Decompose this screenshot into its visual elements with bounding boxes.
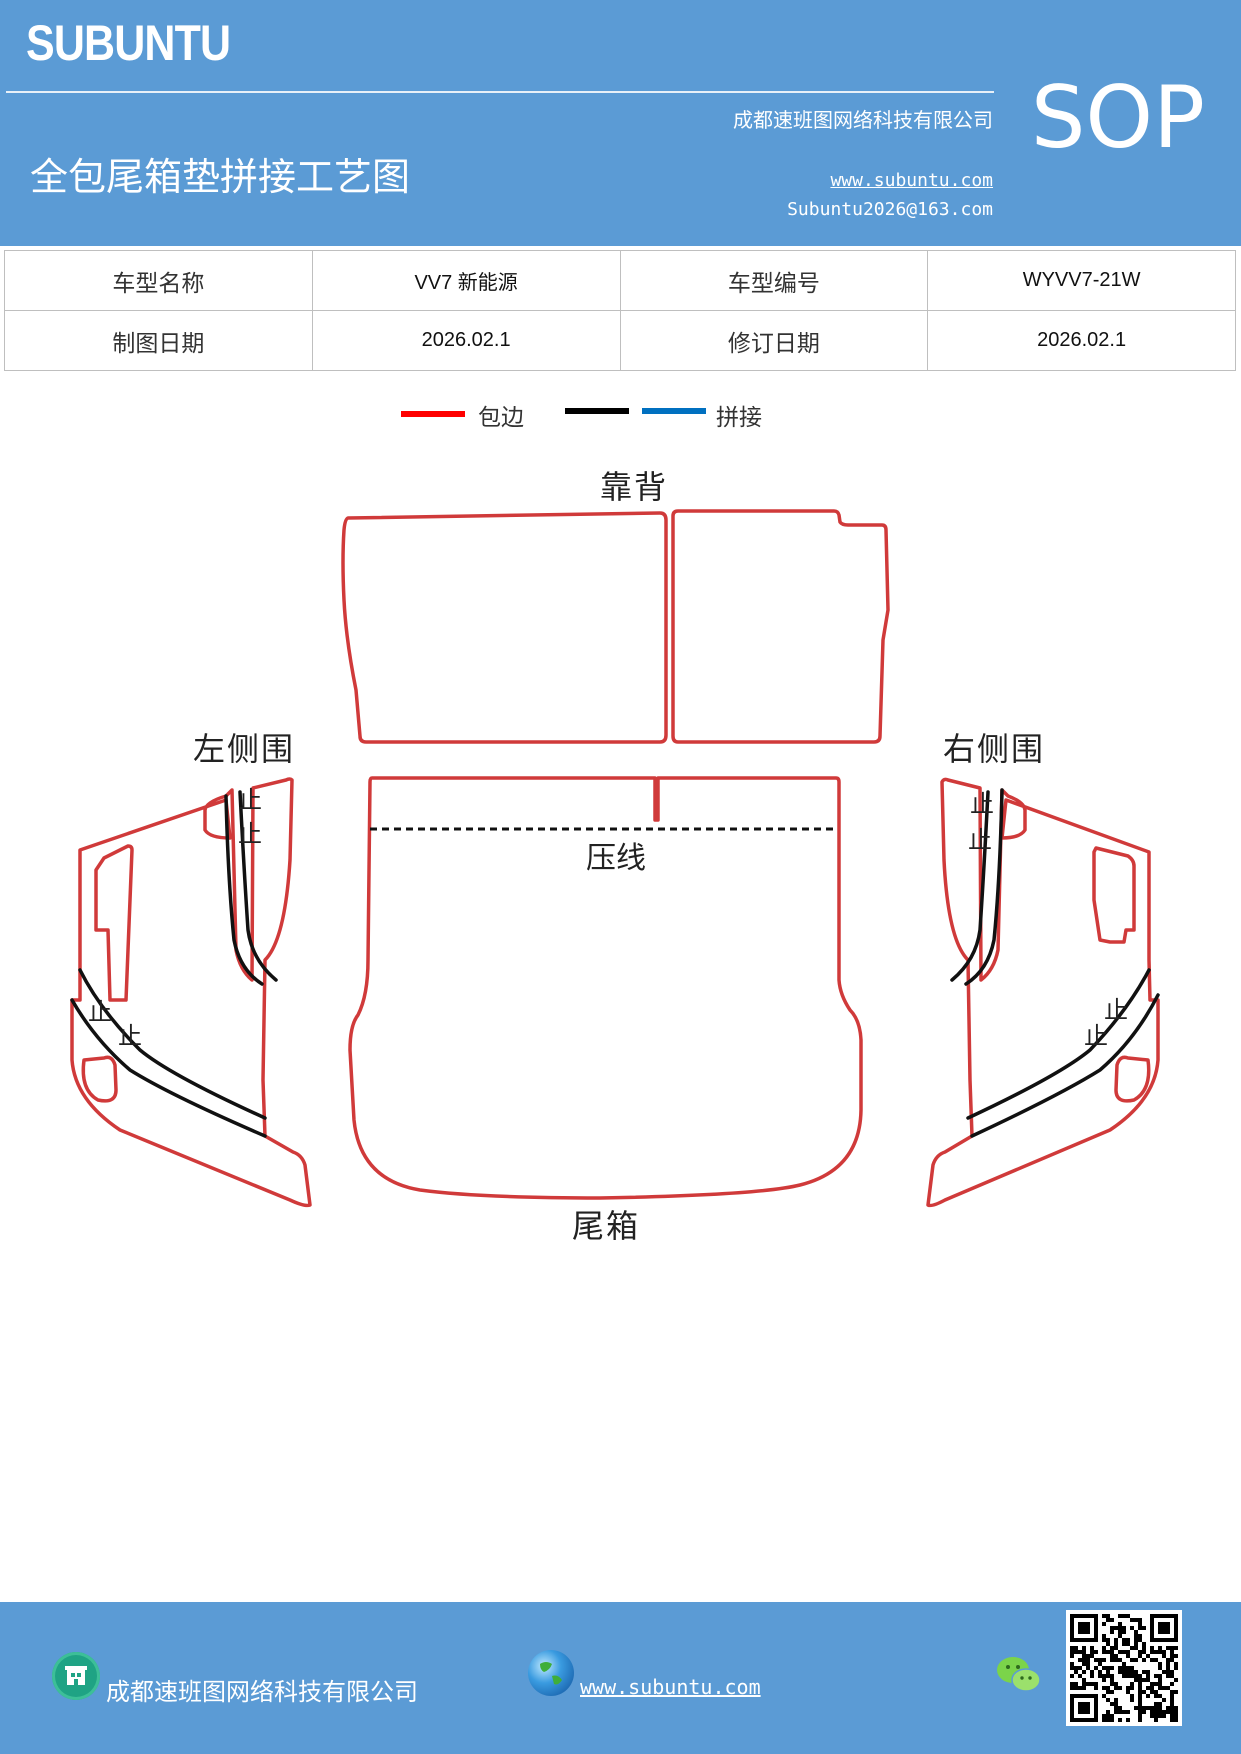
legend-label-splice: 拼接 bbox=[716, 405, 762, 431]
email-address: Subuntu2026@163.com bbox=[787, 199, 993, 220]
left-side-foot bbox=[81, 1055, 118, 1103]
doc-type-label: SOP bbox=[1030, 68, 1205, 168]
footer-website-link[interactable]: www.subuntu.com bbox=[580, 1675, 761, 1699]
page-footer: 成都速班图网络科技有限公司 www.subuntu.com bbox=[0, 1602, 1241, 1754]
left-side-label: 左侧围 bbox=[193, 730, 295, 768]
right-seam-lower-a bbox=[966, 968, 1151, 1120]
legend: 包边 拼接 bbox=[0, 396, 1241, 436]
press-line-label: 压线 bbox=[586, 841, 646, 876]
brand-logo: SUBUNTU bbox=[26, 15, 231, 71]
right-seam-lower-b bbox=[970, 993, 1160, 1138]
table-row: 制图日期 2026.02.1 修订日期 2026.02.1 bbox=[4, 310, 1236, 371]
model-name-value: VV7 新能源 bbox=[311, 250, 621, 311]
model-code-value: WYVV7-21W bbox=[927, 250, 1236, 311]
building-icon bbox=[52, 1652, 100, 1700]
stop-mark: 止 bbox=[118, 1022, 142, 1050]
right-seam-upper-b bbox=[950, 790, 990, 982]
left-seam-lower-a bbox=[78, 968, 267, 1120]
left-seam-lower-b bbox=[70, 998, 267, 1138]
right-side-tab bbox=[1092, 846, 1136, 944]
revision-date-label: 修订日期 bbox=[619, 310, 929, 371]
website-link[interactable]: www.subuntu.com bbox=[830, 170, 993, 191]
stop-mark: 止 bbox=[238, 786, 262, 814]
stop-mark: 止 bbox=[1084, 1022, 1108, 1050]
company-name: 成都速班图网络科技有限公司 bbox=[733, 108, 993, 132]
stop-mark: 止 bbox=[970, 790, 994, 818]
right-side-label: 右侧围 bbox=[943, 730, 1045, 768]
wechat-icon[interactable] bbox=[996, 1654, 1042, 1696]
footer-company-name: 成都速班图网络科技有限公司 bbox=[106, 1678, 418, 1706]
table-row: 车型名称 VV7 新能源 车型编号 WYVV7-21W bbox=[4, 250, 1236, 311]
stop-mark: 止 bbox=[238, 820, 262, 848]
draw-date-label: 制图日期 bbox=[4, 310, 313, 371]
globe-icon bbox=[528, 1650, 574, 1696]
stop-mark: 止 bbox=[1104, 996, 1128, 1024]
legend-line-black bbox=[565, 408, 629, 414]
model-code-label: 车型编号 bbox=[619, 250, 929, 311]
backrest-right-panel bbox=[671, 509, 890, 744]
legend-line-binding bbox=[401, 411, 465, 417]
left-side-tab bbox=[94, 844, 134, 1002]
right-side-panel bbox=[926, 777, 1160, 1208]
page-header: SUBUNTU SOP 成都速班图网络科技有限公司 全包尾箱垫拼接工艺图 www… bbox=[0, 0, 1241, 246]
backrest-left-panel bbox=[341, 511, 668, 744]
stop-mark: 止 bbox=[968, 826, 992, 854]
legend-line-splice bbox=[642, 408, 706, 414]
left-seam-upper-a bbox=[224, 794, 264, 986]
model-name-label: 车型名称 bbox=[4, 250, 313, 311]
left-side-panel bbox=[70, 777, 312, 1208]
draw-date-value: 2026.02.1 bbox=[311, 310, 621, 371]
left-seam-upper-b bbox=[238, 790, 278, 982]
splice-diagram: 靠背 左侧围 右侧围 压线 尾箱 止 止 止 止 止 止 止 止 bbox=[70, 468, 1160, 1245]
trunk-label: 尾箱 bbox=[572, 1207, 640, 1245]
right-seam-upper-a bbox=[964, 788, 1004, 986]
info-table: 车型名称 VV7 新能源 车型编号 WYVV7-21W 制图日期 2026.02… bbox=[4, 250, 1236, 371]
right-side-foot bbox=[1114, 1055, 1151, 1103]
backrest-label: 靠背 bbox=[600, 468, 668, 506]
trunk-panel bbox=[348, 776, 863, 1200]
page-title: 全包尾箱垫拼接工艺图 bbox=[30, 155, 411, 199]
revision-date-value: 2026.02.1 bbox=[927, 310, 1236, 371]
header-divider bbox=[6, 91, 994, 93]
legend-label-binding: 包边 bbox=[478, 405, 524, 431]
stop-mark: 止 bbox=[88, 998, 112, 1026]
qr-code bbox=[1066, 1610, 1182, 1726]
